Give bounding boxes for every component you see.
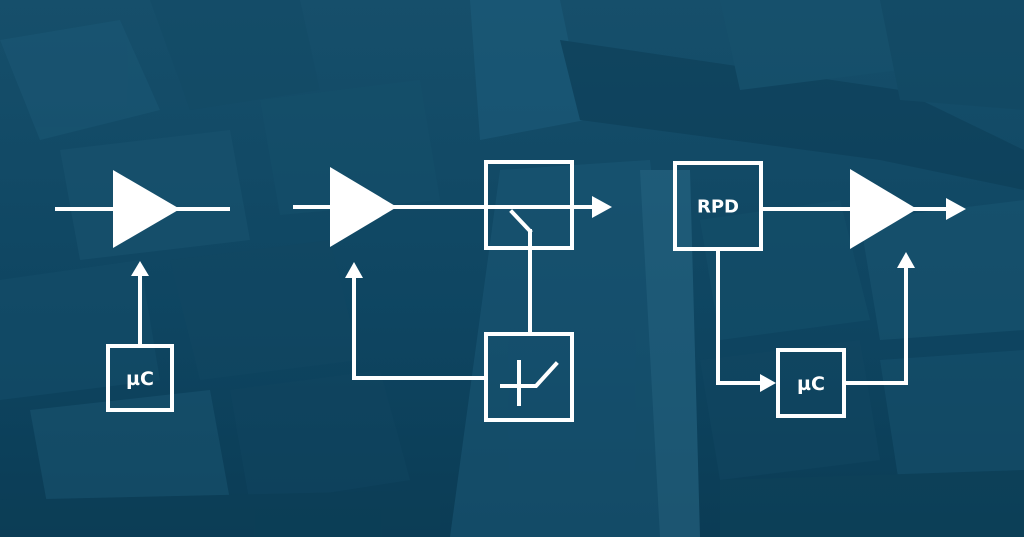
right-signal-chain: [673, 161, 966, 418]
middle-amplifier-icon: [330, 167, 397, 247]
left-signal-chain: [55, 170, 230, 412]
right-microcontroller-label: µC: [797, 373, 825, 395]
threshold-curve-icon: [500, 361, 559, 388]
left-amplifier-icon: [113, 170, 180, 248]
rpd-to-mcu-line: [716, 247, 764, 385]
feedback-arrow-icon: [345, 262, 363, 278]
middle-output-arrow-icon: [592, 196, 612, 218]
switch-contact-icon: [509, 209, 533, 234]
left-microcontroller-block: [106, 344, 174, 412]
rpd-label: RPD: [697, 197, 739, 218]
middle-signal-chain: [293, 160, 612, 422]
threshold-block: [484, 332, 574, 422]
left-microcontroller-label: µC: [126, 368, 154, 390]
rpd-to-mcu-arrow-icon: [760, 374, 776, 392]
mcu-control-line: [842, 264, 908, 385]
feedback-line: [352, 272, 488, 380]
right-output-arrow-icon: [946, 198, 966, 220]
right-amplifier-icon: [850, 169, 917, 249]
left-control-arrow-icon: [131, 261, 149, 276]
mcu-control-arrow-icon: [897, 252, 915, 268]
